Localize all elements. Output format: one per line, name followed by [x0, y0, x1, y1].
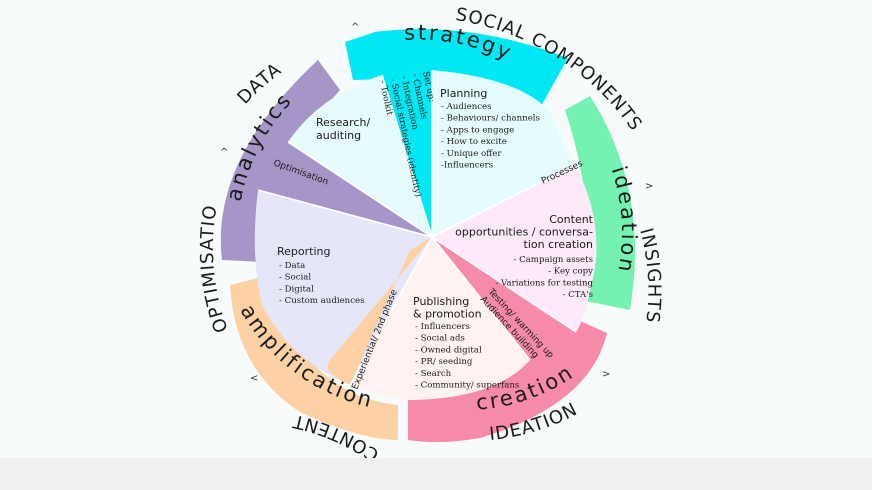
testing-sector	[432, 237, 576, 360]
chevron-right-icon: >	[645, 181, 653, 192]
line-item: - Search	[415, 369, 452, 379]
line-item: & promotion	[413, 308, 482, 321]
content-sector	[432, 165, 597, 332]
publishing-sector	[350, 237, 530, 400]
line-item: - PR/ seeding	[415, 357, 473, 367]
optimisation-label: OPTIMISATION	[0, 0, 233, 335]
line-item: - Community/ superfans	[415, 381, 519, 391]
publishing-items: - Influencers - Social ads- Owned digital…	[415, 322, 519, 391]
line-item: - Owned digital	[415, 345, 482, 355]
line-item: - Data	[279, 261, 305, 271]
line-item: - Apps to engage	[441, 125, 514, 135]
line-item: - Audiences	[441, 102, 492, 112]
content-items: - Campaign assets - Key copy- Variations …	[495, 255, 593, 300]
chevron-right-icon: >	[602, 369, 610, 380]
line-item: - Social	[279, 273, 311, 283]
social-components-wheel: strategy ideation creation amplification…	[0, 0, 664, 458]
diagram-canvas: strategy ideation creation amplification…	[0, 0, 664, 458]
line-item: Research/	[316, 116, 370, 129]
wheel-spokes	[257, 70, 577, 386]
line-item: - Behaviours/ channels	[441, 114, 540, 124]
line-item: - Key copy	[548, 267, 593, 277]
planning-sector	[432, 70, 575, 237]
line-item: Content	[549, 213, 593, 226]
line-item: - Unique offer	[441, 149, 502, 159]
line-item: Publishing	[413, 295, 469, 308]
line-item: auditing	[316, 129, 361, 142]
line-item: - Influencers	[415, 322, 470, 332]
chevron-up-icon: ^	[220, 147, 228, 158]
line-item: opportunities / conversa-	[455, 226, 593, 239]
planning-items: - Audiences - Behaviours/ channels- Apps …	[441, 102, 540, 171]
chevron-up-icon: ^	[351, 22, 359, 33]
chevron-left-icon: <	[250, 373, 258, 384]
reporting-title: Reporting	[277, 245, 330, 258]
planning-title: Planning	[440, 87, 487, 100]
line-item: - Custom audiences	[279, 296, 365, 306]
optimisation-sector	[258, 142, 432, 237]
research-title: Research/auditing	[316, 116, 370, 142]
reporting-items: - Data - Social- Digital - Custom audience…	[279, 261, 365, 306]
insights-label: INSIGHTS	[635, 226, 664, 325]
line-item: - How to excite	[441, 137, 507, 147]
line-item: - CTA's	[563, 290, 593, 300]
reporting-sector	[254, 190, 432, 385]
line-item: tion creation	[524, 238, 594, 251]
line-item: - Social ads	[415, 334, 465, 344]
line-item: - Variations for testing	[495, 278, 593, 288]
research-sector	[288, 75, 432, 237]
publishing-title: Publishing& promotion	[413, 295, 482, 321]
footer-band	[0, 458, 872, 490]
line-item: -Influencers	[441, 161, 493, 171]
experiential-sector	[327, 237, 432, 385]
line-item: - Digital	[279, 284, 314, 294]
ideation-band	[565, 96, 635, 310]
line-item: - Campaign assets	[513, 255, 593, 265]
